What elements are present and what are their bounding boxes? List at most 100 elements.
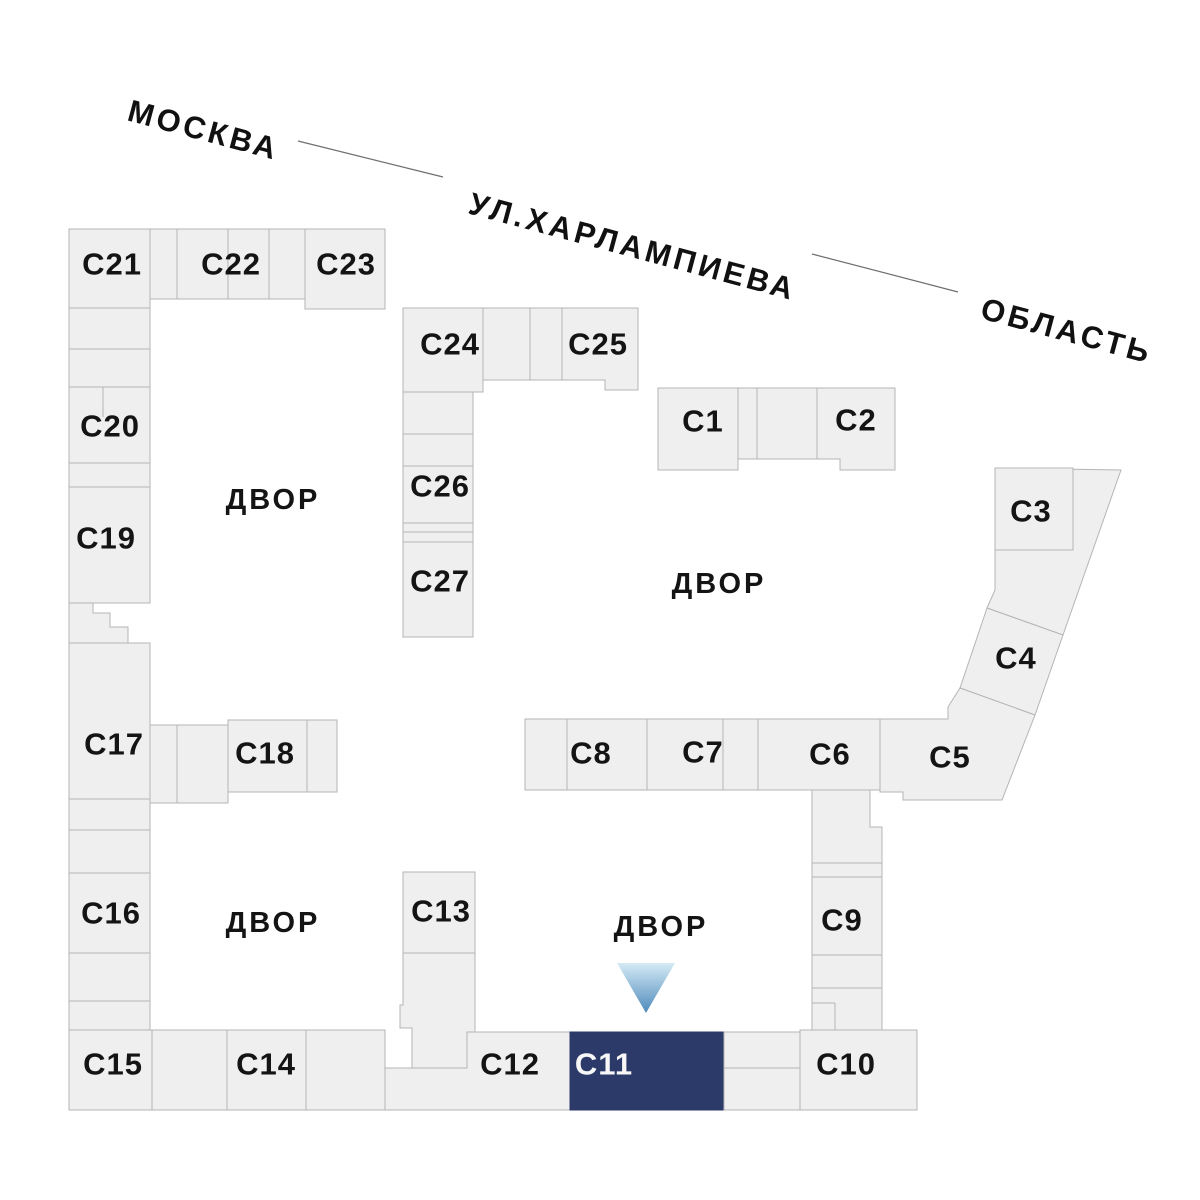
building-c2[interactable] [816,387,896,471]
building-section [737,387,758,460]
courtyard-label-nw: ДВОР [226,484,321,516]
building-c3[interactable] [994,467,1074,551]
building-label-c4: С4 [995,641,1037,676]
building-section [149,228,178,300]
building-c8[interactable] [566,718,648,791]
building-labels: С21 С22 С23 С20 С19 С17 С18 С16 С15 С14 … [76,247,1052,1082]
building-c10[interactable] [799,1029,918,1111]
building-label-c14: С14 [236,1047,296,1082]
building-section-stairs [68,602,129,644]
building-c21[interactable] [68,228,151,309]
building-label-c27: С27 [410,564,470,599]
building-c20[interactable] [68,386,151,464]
building-section [402,531,474,543]
building-section [402,433,474,467]
building-section [68,462,151,488]
building-c5[interactable] [879,687,1036,801]
building-section [227,228,270,300]
building-block-northeast [657,387,896,471]
courtyard-label-se: ДВОР [614,911,709,943]
building-label-c19: С19 [76,521,136,556]
building-section [723,1031,801,1069]
building-section [68,952,151,1002]
city-label: МОСКВА [124,93,283,167]
building-label-c22: С22 [201,247,261,282]
building-c24[interactable] [402,307,484,393]
building-c23[interactable] [304,228,386,310]
building-block-center-north [402,307,639,638]
building-section [268,228,306,300]
building-label-c3: С3 [1010,494,1052,529]
building-label-c15: С15 [83,1047,143,1082]
building-section [524,718,568,791]
building-section [68,307,151,350]
building-block-mid-row [524,718,881,791]
building-label-c23: С23 [316,247,376,282]
building-c14[interactable] [226,1029,307,1111]
building-label-c25: С25 [568,327,628,362]
building-c27[interactable] [402,541,474,638]
building-label-c9: С9 [821,903,863,938]
building-c25[interactable] [561,307,639,391]
street-line-right [811,253,959,293]
building-section [68,829,151,874]
building-label-c21: С21 [82,247,142,282]
building-label-c24: С24 [420,327,480,362]
building-block-c9-leg [811,789,883,1031]
building-section [151,1029,228,1111]
selection-arrow-icon [617,963,675,1013]
building-label-c6: С6 [809,737,851,772]
building-section [306,719,338,793]
building-section [756,387,818,460]
building-label-c13: С13 [411,894,471,929]
building-label-c7: С7 [682,735,724,770]
building-section [811,987,883,1031]
building-section [402,391,474,435]
building-c16[interactable] [68,872,151,954]
building-label-c10: С10 [816,1047,876,1082]
building-c6[interactable] [757,718,881,791]
building-block-west [68,642,338,1031]
building-section [723,1067,801,1111]
building-c11-selected[interactable] [569,1031,725,1111]
building-block-northwest [68,228,386,644]
building-c17[interactable] [68,642,151,800]
building-label-c20: С20 [80,409,140,444]
building-label-c2: С2 [835,403,877,438]
building-section [811,789,883,864]
building-label-c8: С8 [570,736,612,771]
region-label: ОБЛАСТЬ [977,291,1156,370]
building-label-c5: С5 [929,740,971,775]
building-label-c12: С12 [480,1047,540,1082]
building-section [68,1000,151,1031]
street-name-label: УЛ.ХАРЛАМПИЕВА [465,186,800,307]
building-section [811,954,883,989]
building-label-c26: С26 [410,469,470,504]
building-block-east-slant [879,467,1122,801]
building-label-c1: С1 [682,404,724,439]
courtyard-label-ne: ДВОР [672,568,767,600]
street-line-left [297,140,444,178]
building-section [529,307,563,381]
building-c18[interactable] [227,719,308,793]
building-section [149,724,178,804]
building-c19[interactable] [68,486,151,604]
building-section [176,724,229,804]
building-section [402,522,474,533]
building-section [811,862,883,878]
building-c7[interactable] [646,718,724,791]
building-c9[interactable] [811,876,883,956]
building-label-c16: С16 [81,896,141,931]
building-c15[interactable] [68,1029,153,1111]
courtyard-labels: ДВОР ДВОР ДВОР ДВОР [226,484,767,943]
building-section [68,348,151,388]
building-section [722,718,759,791]
courtyard-label-sw: ДВОР [226,907,321,939]
building-label-c18: С18 [235,736,295,771]
building-section [305,1029,386,1111]
building-c26[interactable] [402,465,474,524]
building-section [68,798,151,831]
building-label-c11: С11 [575,1047,633,1082]
